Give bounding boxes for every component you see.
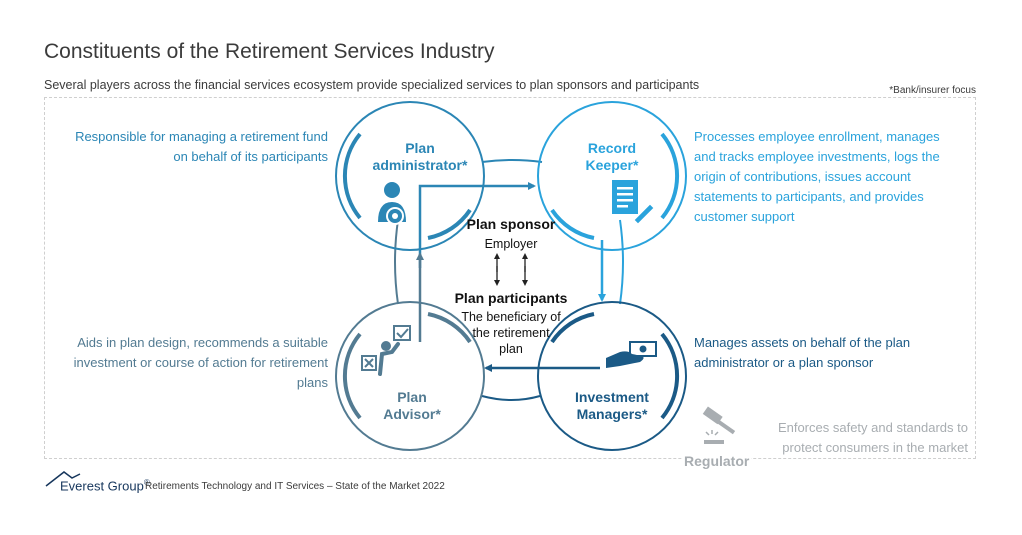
document-pen-icon — [612, 180, 655, 225]
administrator-description: Responsible for managing a retirement fu… — [75, 129, 328, 164]
record-keeper-label-line2: Keeper* — [585, 157, 639, 173]
footer-source: Retirements Technology and IT Services –… — [145, 481, 445, 492]
person-gear-icon — [378, 182, 406, 225]
investment-managers-label-line2: Managers* — [576, 406, 648, 422]
investment-managers-description: Manages assets on behalf of the plan adm… — [694, 335, 911, 370]
investment-managers-circle — [537, 301, 687, 451]
plan-participants-sub: The beneficiary of the retirement plan — [431, 309, 591, 357]
administrator-circle — [335, 101, 485, 251]
advisor-label: Plan Advisor* — [362, 389, 462, 423]
hand-money-icon — [606, 341, 657, 368]
record-keeper-label: Record Keeper* — [562, 140, 662, 174]
brand-name: Everest Group — [60, 478, 144, 494]
page-subtitle: Several players across the financial ser… — [44, 78, 700, 92]
sponsor-participant-arrows — [494, 253, 528, 286]
plan-participants-title: Plan participants — [454, 290, 568, 306]
plan-sponsor-title: Plan sponsor — [466, 216, 556, 232]
presenter-board-icon — [361, 325, 411, 376]
investment-managers-label-line1: Investment — [575, 389, 649, 405]
administrator-label-line2: administrator* — [372, 157, 468, 173]
gavel-icon — [702, 406, 736, 444]
administrator-label-line1: Plan — [405, 140, 435, 156]
plan-sponsor-sub: Employer — [484, 237, 538, 251]
investment-managers-label: Investment Managers* — [562, 389, 662, 423]
brand-mark: ® — [143, 478, 150, 487]
advisor-circle — [335, 301, 485, 451]
regulator-label: Regulator — [682, 453, 752, 469]
regulator-description: Enforces safety and standards to protect… — [777, 420, 968, 455]
page-title: Constituents of the Retirement Services … — [44, 40, 495, 63]
administrator-label: Plan administrator* — [370, 140, 470, 174]
footnote-bank-insurer: *Bank/insurer focus — [889, 85, 976, 96]
record-keeper-description: Processes employee enrollment, manages a… — [694, 129, 940, 224]
record-keeper-circle — [537, 101, 687, 251]
participants-sub-line1: The beneficiary of — [461, 310, 561, 324]
participants-sub-line3: plan — [499, 342, 523, 356]
flow-arrow-admin-to-keeper — [418, 182, 536, 268]
everest-group-brand: Everest Group® — [60, 478, 150, 493]
advisor-label-line2: Advisor* — [383, 406, 441, 422]
participants-sub-line2: the retirement — [472, 326, 550, 340]
advisor-label-line1: Plan — [397, 389, 427, 405]
connector-outline — [394, 159, 624, 401]
diagram-frame — [44, 97, 976, 459]
everest-logo-icon — [45, 471, 81, 487]
record-keeper-label-line1: Record — [587, 140, 637, 156]
advisor-description: Aids in plan design, recommends a suitab… — [73, 335, 328, 390]
